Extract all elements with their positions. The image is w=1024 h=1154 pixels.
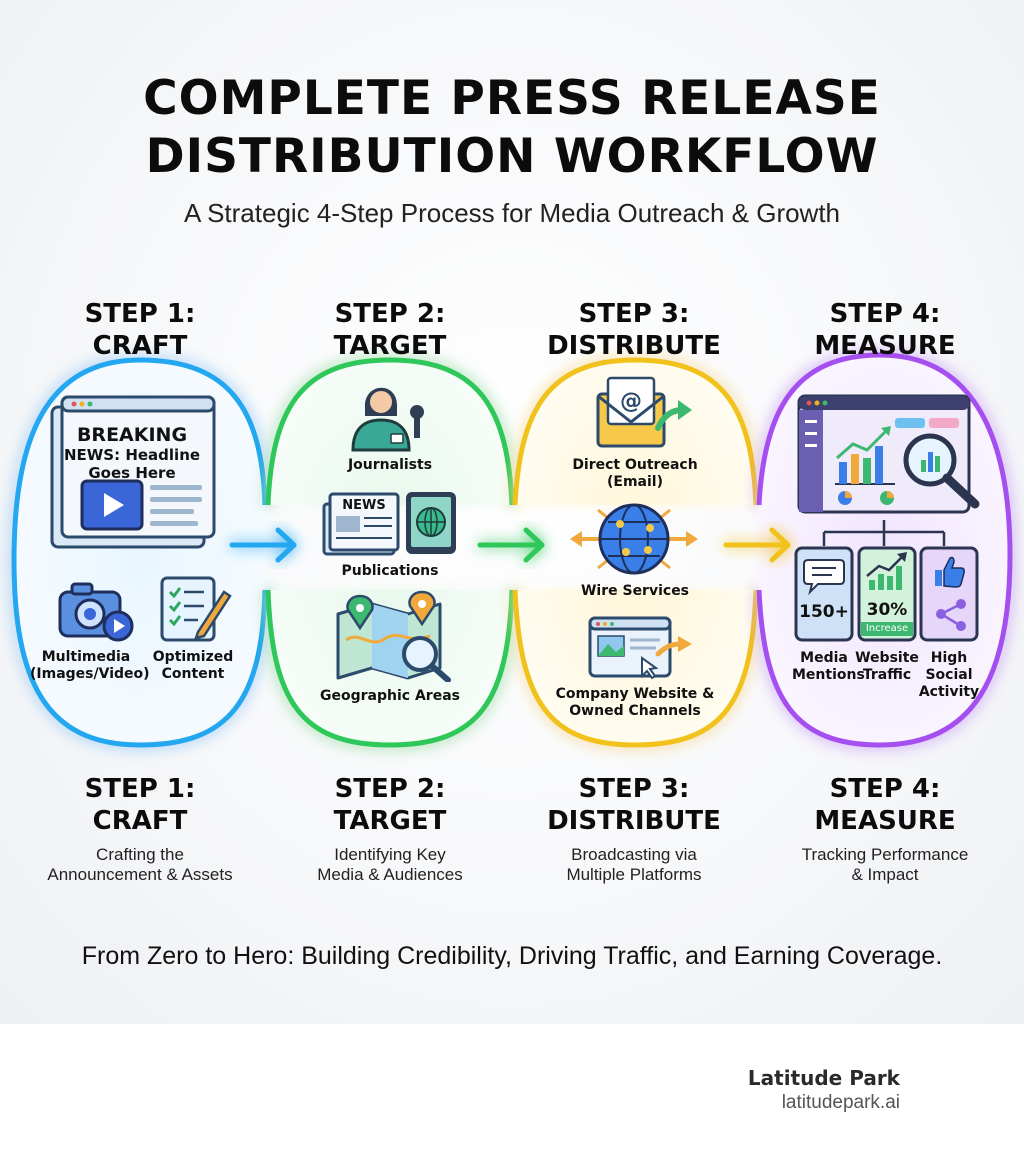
breaking-title: BREAKING (76, 424, 188, 446)
step-3-name: DISTRIBUTE (547, 331, 721, 361)
step-4-description: Tracking Performance & Impact (765, 845, 1005, 885)
step-1-footer-heading: STEP 1: CRAFT (20, 773, 260, 837)
step-3-footer-number: STEP 3: (578, 774, 690, 804)
step-1-description: Crafting the Announcement & Assets (20, 845, 260, 885)
title-line-2: DISTRIBUTION WORKFLOW (145, 129, 879, 184)
publications-label: Publications (341, 563, 439, 579)
brand-name: Latitude Park (747, 1066, 900, 1090)
step-3-heading: STEP 3: DISTRIBUTE (514, 298, 754, 362)
direct-outreach-label: Direct Outreach (Email) (565, 457, 705, 491)
journalist-icon (351, 387, 424, 452)
website-traffic-card (857, 546, 917, 642)
wire-services-label: Wire Services (580, 583, 690, 599)
arrow-2 (477, 527, 545, 563)
multimedia-line-2: (Images/Video) (30, 666, 150, 682)
optimized-line-1: Optimized (152, 649, 234, 665)
journalists-label: Journalists (347, 457, 433, 473)
website-traffic-note: Increase (865, 623, 909, 634)
step-1-number: STEP 1: (84, 299, 196, 329)
analytics-dashboard-icon (797, 394, 980, 514)
social-activity-line-2: Social (925, 667, 973, 683)
step-4-footer-heading: STEP 4: MEASURE (765, 773, 1005, 837)
email-icon: @ (596, 376, 692, 448)
brand-url[interactable]: latitudepark.ai (781, 1092, 900, 1113)
website-traffic-line-2: Traffic (862, 667, 912, 683)
infographic-canvas: COMPLETE PRESS RELEASE DISTRIBUTION WORK… (0, 0, 1024, 1024)
step-3-footer-name: DISTRIBUTE (547, 806, 721, 836)
step-3-description-line-1: Broadcasting via (571, 845, 697, 864)
step-1-name: CRAFT (92, 331, 188, 361)
step-2-heading: STEP 2: TARGET (270, 298, 510, 362)
multimedia-line-1: Multimedia (41, 649, 131, 665)
media-mentions-line-2: Mentions (792, 667, 865, 683)
media-mentions-card (794, 546, 854, 642)
website-traffic-value: 30% (866, 600, 908, 620)
company-website-line-2: Owned Channels (569, 703, 701, 719)
step-2-footer-number: STEP 2: (334, 774, 446, 804)
svg-text:@: @ (620, 389, 642, 414)
optimized-content-icon (160, 576, 232, 642)
direct-outreach-line-2: (Email) (607, 474, 663, 490)
website-traffic-label: Website Traffic (854, 650, 920, 684)
step-2-description-line-2: Media & Audiences (317, 865, 463, 884)
company-website-label: Company Website & Owned Channels (548, 686, 722, 720)
media-mentions-line-1: Media (800, 650, 848, 666)
tagline: From Zero to Hero: Building Credibility,… (81, 942, 943, 970)
step-3-footer-heading: STEP 3: DISTRIBUTE (514, 773, 754, 837)
social-activity-card (919, 546, 979, 642)
multimedia-label: Multimedia (Images/Video) (30, 649, 150, 683)
map-icon (336, 590, 451, 682)
news-label: NEWS (342, 498, 386, 513)
step-4-footer-number: STEP 4: (829, 774, 941, 804)
company-website-line-1: Company Website & (555, 686, 715, 702)
camera-icon (58, 582, 134, 642)
dashboard-connector (822, 520, 946, 546)
step-2-footer-name: TARGET (333, 806, 447, 836)
arrow-1 (229, 527, 297, 563)
breaking-headline-2: Goes Here (88, 464, 176, 482)
title-line-1: COMPLETE PRESS RELEASE (143, 71, 881, 126)
social-activity-label: High Social Activity (917, 650, 981, 701)
step-4-name: MEASURE (814, 331, 956, 361)
step-1-description-line-1: Crafting the (96, 845, 184, 864)
step-2-footer-heading: STEP 2: TARGET (270, 773, 510, 837)
page-title: COMPLETE PRESS RELEASE DISTRIBUTION WORK… (0, 70, 1024, 186)
optimized-label: Optimized Content (148, 649, 238, 683)
step-1-footer-name: CRAFT (92, 806, 188, 836)
brand-block: Latitude Park latitudepark.ai (748, 1066, 900, 1114)
loop-distribute (512, 357, 759, 748)
publications-icon (322, 492, 456, 556)
media-mentions-value: 150+ (799, 602, 849, 622)
step-3-description-line-2: Multiple Platforms (566, 865, 702, 884)
geographic-label: Geographic Areas (320, 688, 460, 704)
step-3-number: STEP 3: (578, 299, 690, 329)
step-1-description-line-2: Announcement & Assets (47, 865, 233, 884)
step-2-description-line-1: Identifying Key (334, 845, 446, 864)
step-4-heading: STEP 4: MEASURE (765, 298, 1005, 362)
website-traffic-line-1: Website (855, 650, 919, 666)
social-activity-line-3: Activity (918, 684, 980, 700)
page-subtitle: A Strategic 4-Step Process for Media Out… (183, 198, 841, 228)
loop-target (265, 357, 515, 748)
globe-network-icon (570, 503, 698, 575)
breaking-news-icon (50, 395, 216, 549)
social-activity-line-1: High (930, 650, 968, 666)
step-3-description: Broadcasting via Multiple Platforms (514, 845, 754, 885)
website-icon (588, 616, 692, 680)
step-2-number: STEP 2: (334, 299, 446, 329)
step-4-description-line-1: Tracking Performance (801, 845, 969, 864)
optimized-line-2: Content (161, 666, 225, 682)
step-2-name: TARGET (333, 331, 447, 361)
step-1-heading: STEP 1: CRAFT (20, 298, 260, 362)
step-4-description-line-2: & Impact (851, 865, 919, 884)
arrow-3 (723, 527, 791, 563)
step-4-number: STEP 4: (829, 299, 941, 329)
step-1-footer-number: STEP 1: (84, 774, 196, 804)
step-2-description: Identifying Key Media & Audiences (270, 845, 510, 885)
direct-outreach-line-1: Direct Outreach (572, 457, 698, 473)
media-mentions-label: Media Mentions (792, 650, 865, 684)
step-4-footer-name: MEASURE (814, 806, 956, 836)
breaking-headline: NEWS: Headline (63, 446, 201, 464)
